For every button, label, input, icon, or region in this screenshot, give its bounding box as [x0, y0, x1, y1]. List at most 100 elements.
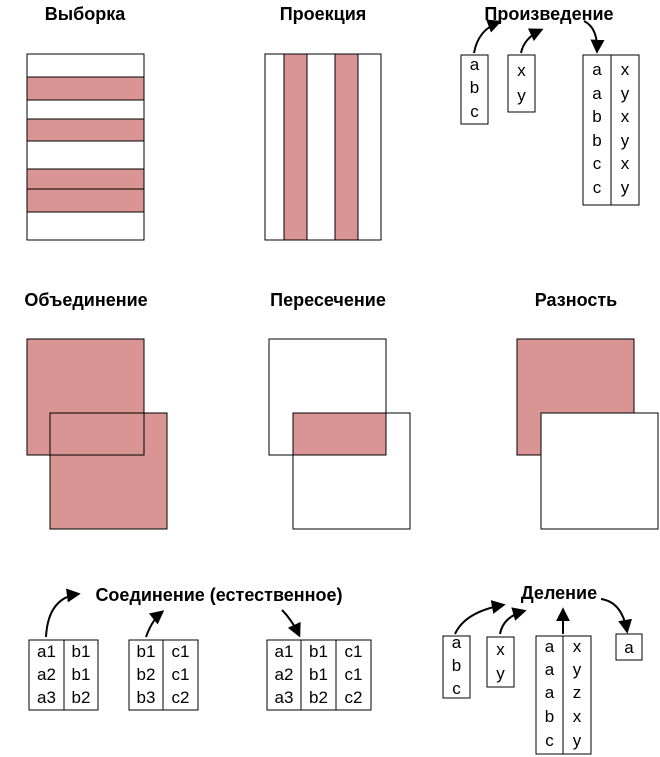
division-d-cell: y [573, 731, 582, 750]
title-selection: Выборка [45, 4, 126, 24]
division-a-cell: b [452, 656, 461, 675]
difference-shapes [516, 338, 659, 530]
join-r-cell: a3 [275, 688, 294, 707]
product-a-frame [460, 54, 489, 125]
intersection-shapes [268, 338, 411, 530]
join-t1-cell: b1 [72, 642, 91, 661]
join-t1-cell: a1 [37, 642, 56, 661]
product-relation-b: x y [507, 54, 536, 113]
division-a-frame [442, 635, 471, 699]
division-b-cell: x [496, 640, 505, 659]
title-projection: Проекция [280, 4, 367, 24]
product-arrow-a [473, 19, 502, 54]
projection-table [264, 53, 382, 241]
title-product: Произведение [484, 4, 613, 24]
division-d-cell: c [545, 731, 554, 750]
product-result: a a b b c c x y x y x y [582, 54, 640, 206]
product-r-cell: a [592, 60, 602, 79]
join-r-cell: a2 [275, 665, 294, 684]
product-a-cell: b [470, 78, 479, 97]
join-t2-cell: b3 [137, 688, 156, 707]
union-shapes [26, 338, 168, 530]
join-t1-cell: b1 [72, 665, 91, 684]
division-result: a [615, 633, 643, 661]
join-t2-cell: c1 [172, 642, 190, 661]
product-b-cell: y [517, 86, 526, 105]
division-d-cell: x [573, 707, 582, 726]
product-b-cell: x [517, 61, 526, 80]
division-relation-a: a b c [442, 633, 471, 699]
product-r-cell: b [592, 107, 601, 126]
join-r-cell: c2 [345, 688, 363, 707]
join-t2-cell: c2 [172, 688, 190, 707]
selection-table [26, 53, 145, 241]
division-a-cell: c [452, 679, 461, 698]
division-result-frame [615, 633, 643, 661]
title-difference: Разность [535, 290, 617, 310]
join-t2-cell: b1 [137, 642, 156, 661]
division-arrow-a [454, 600, 506, 635]
product-relation-a: a b c [460, 54, 489, 125]
join-r-cell: b2 [309, 688, 328, 707]
division-d-cell: a [545, 660, 555, 679]
join-r-cell: c1 [345, 665, 363, 684]
join-arrow-t2 [145, 610, 165, 638]
division-d-cell: x [573, 637, 582, 656]
intersection-result [292, 412, 387, 456]
join-t2-cell: c1 [172, 665, 190, 684]
product-r-cell: a [592, 84, 602, 103]
join-table-2: b1 b2 b3 c1 c1 c2 [128, 639, 199, 711]
division-arrow-result [600, 598, 632, 634]
union-set-b [49, 412, 168, 530]
product-arrow-b [520, 28, 544, 54]
product-a-cell: c [470, 102, 479, 121]
product-b-frame [507, 54, 536, 113]
division-a-cell: a [452, 633, 462, 652]
selection-selected-row [26, 118, 145, 142]
join-result: a1 a2 a3 b1 b1 b2 c1 c1 c2 [266, 639, 372, 711]
join-table-1: a1 a2 a3 b1 b1 b2 [28, 639, 99, 711]
join-r-cell: a1 [275, 642, 294, 661]
product-r-cell: y [621, 84, 630, 103]
division-d-cell: a [545, 683, 555, 702]
projection-selected-column [283, 53, 308, 241]
join-r-cell: c1 [345, 642, 363, 661]
division-dividend: a a a b c x y z x y [535, 635, 592, 755]
union-overlap-outline [49, 412, 145, 456]
product-r-cell: b [592, 131, 601, 150]
projection-selected-column [334, 53, 359, 241]
product-r-cell: c [593, 178, 602, 197]
title-union: Объединение [24, 290, 147, 310]
division-relation-b: x y [486, 636, 515, 688]
division-d-cell: b [545, 707, 554, 726]
division-arrow-b [499, 607, 527, 635]
join-r-cell: b1 [309, 665, 328, 684]
product-r-cell: x [621, 107, 630, 126]
join-arrow-result [281, 609, 301, 638]
difference-set-b [540, 412, 659, 530]
join-arrow-t1 [45, 588, 81, 638]
join-t1-cell: a2 [37, 665, 56, 684]
division-result-cell: a [624, 638, 634, 657]
join-t1-cell: b2 [72, 688, 91, 707]
product-r-cell: y [621, 131, 630, 150]
product-a-cell: a [470, 55, 480, 74]
join-result-frame [266, 639, 372, 711]
selection-selected-row [26, 76, 145, 101]
title-division: Деление [521, 583, 597, 603]
selection-selected-row [26, 188, 145, 213]
division-b-cell: y [496, 664, 505, 683]
join-t1-cell: a3 [37, 688, 56, 707]
product-r-cell: x [621, 60, 630, 79]
product-r-cell: c [593, 154, 602, 173]
product-r-cell: y [621, 178, 630, 197]
division-d-cell: y [573, 660, 582, 679]
title-join: Соединение (естественное) [95, 585, 342, 605]
division-d-cell: a [545, 637, 555, 656]
product-r-cell: x [621, 154, 630, 173]
division-d-cell: z [573, 683, 582, 702]
projection-frame [264, 53, 382, 241]
title-intersection: Пересечение [270, 290, 386, 310]
product-arrow-result [583, 20, 605, 54]
